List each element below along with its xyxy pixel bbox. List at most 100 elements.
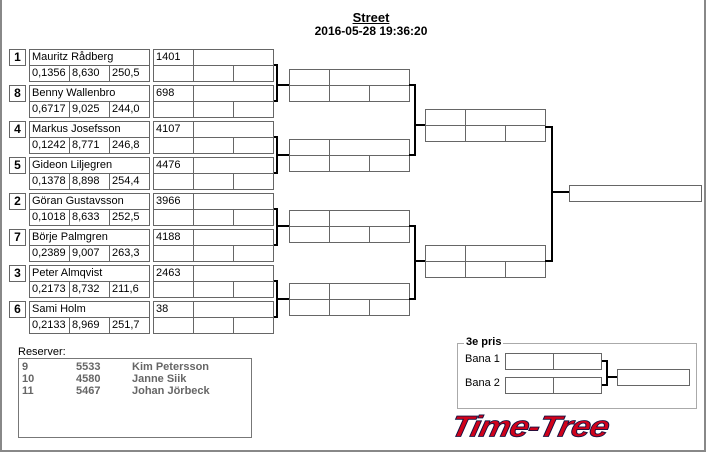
speed: 250,5 [109,65,150,82]
reserves-list[interactable]: 9 5533 Kim Petersson 10 4580 Janne Siik … [18,358,252,438]
result-cell[interactable] [193,193,274,210]
elapsed-time: 8,633 [69,209,110,226]
semifinal-cell[interactable] [369,299,410,316]
semifinal-cell[interactable] [289,283,330,300]
result-cell[interactable] [193,265,274,282]
seed-number: 3 [9,265,26,282]
third-lane1-cell[interactable] [553,353,602,370]
final-cell[interactable] [505,125,546,142]
semifinal-cell[interactable] [329,226,370,243]
semifinal-cell[interactable] [289,299,330,316]
bracket-line [551,191,569,193]
result-cell[interactable] [193,121,274,138]
semifinal-cell[interactable] [329,210,410,227]
driver-name[interactable]: Markus Josefsson [29,121,150,138]
final-cell[interactable] [425,245,466,262]
final-cell[interactable] [425,261,466,278]
semifinal-cell[interactable] [329,139,410,156]
bracket-line [276,64,278,102]
result-cell[interactable] [193,209,234,226]
driver-name[interactable]: Börje Palmgren [29,229,150,246]
winner-box[interactable] [569,185,702,202]
semifinal-cell[interactable] [289,210,330,227]
result-cell[interactable] [153,317,194,334]
semifinal-cell[interactable] [329,299,370,316]
semifinal-cell[interactable] [329,85,370,102]
result-cell[interactable] [193,101,234,118]
bracket-line [276,208,278,246]
driver-name[interactable]: Peter Almqvist [29,265,150,282]
semifinal-cell[interactable] [289,85,330,102]
result-cell[interactable] [153,101,194,118]
semifinal-cell[interactable] [329,155,370,172]
semifinal-cell[interactable] [289,139,330,156]
bracket-line [606,360,608,386]
final-cell[interactable] [425,109,466,126]
semifinal-cell[interactable] [289,226,330,243]
reserve-name: Johan Jörbeck [132,385,210,397]
semifinal-cell[interactable] [289,155,330,172]
semifinal-cell[interactable] [369,226,410,243]
result-cell[interactable] [193,173,234,190]
reserve-number: 5467 [76,385,101,397]
reaction-time: 0,1018 [29,209,70,226]
third-lane2-cell[interactable] [553,377,602,394]
result-cell[interactable] [193,85,274,102]
final-cell[interactable] [465,245,546,262]
result-cell[interactable] [153,281,194,298]
result-cell[interactable] [153,173,194,190]
final-cell[interactable] [465,109,546,126]
third-place-winner[interactable] [617,369,690,386]
elapsed-time: 8,630 [69,65,110,82]
driver-number: 698 [153,85,194,102]
result-cell[interactable] [233,281,274,298]
result-cell[interactable] [153,209,194,226]
result-cell[interactable] [193,137,234,154]
result-cell[interactable] [193,229,274,246]
third-lane1-cell[interactable] [505,353,554,370]
result-cell[interactable] [233,245,274,262]
semifinal-cell[interactable] [289,69,330,86]
bracket-line [414,260,425,262]
driver-name[interactable]: Göran Gustavsson [29,193,150,210]
reserve-number: 4580 [76,373,101,385]
result-cell[interactable] [233,101,274,118]
reaction-time: 0,2389 [29,245,70,262]
result-cell[interactable] [193,49,274,66]
result-cell[interactable] [233,137,274,154]
result-cell[interactable] [233,65,274,82]
result-cell[interactable] [193,281,234,298]
driver-name[interactable]: Benny Wallenbro [29,85,150,102]
result-cell[interactable] [233,317,274,334]
driver-name[interactable]: Sami Holm [29,301,150,318]
driver-name[interactable]: Mauritz Rådberg [29,49,150,66]
semifinal-cell[interactable] [369,155,410,172]
final-cell[interactable] [425,125,466,142]
driver-name[interactable]: Gideon Liljegren [29,157,150,174]
seed-number: 6 [9,301,26,318]
result-cell[interactable] [233,173,274,190]
speed: 211,6 [109,281,150,298]
speed: 254,4 [109,173,150,190]
final-cell[interactable] [505,261,546,278]
final-cell[interactable] [465,261,506,278]
semifinal-cell[interactable] [369,85,410,102]
result-cell[interactable] [153,65,194,82]
semifinal-cell[interactable] [329,283,410,300]
result-cell[interactable] [193,301,274,318]
page-title: Street [352,10,390,25]
reserve-name: Janne Siik [132,373,187,385]
third-lane2-cell[interactable] [505,377,554,394]
semifinal-cell[interactable] [329,69,410,86]
result-cell[interactable] [153,137,194,154]
result-cell[interactable] [193,157,274,174]
result-cell[interactable] [153,245,194,262]
final-cell[interactable] [465,125,506,142]
result-cell[interactable] [193,317,234,334]
result-cell[interactable] [193,65,234,82]
third-place-title: 3e pris [464,336,504,348]
bracket-line [606,376,617,378]
result-cell[interactable] [233,209,274,226]
result-cell[interactable] [193,245,234,262]
bracket-line [276,298,289,300]
